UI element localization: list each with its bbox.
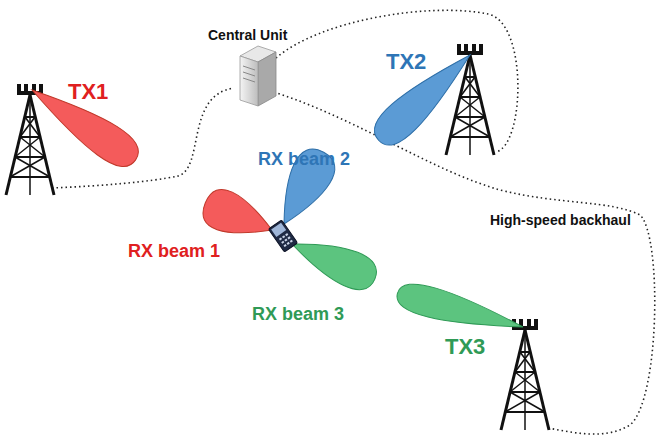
beam-label: RX beam 1: [128, 242, 220, 262]
server-symbol: [240, 46, 276, 106]
rx-beam: [285, 227, 382, 295]
phone-symbol: [268, 220, 297, 252]
beam-label: RX beam 3: [252, 305, 344, 325]
transmitter-label: TX2: [386, 50, 426, 74]
unit-label: Central Unit: [208, 28, 287, 43]
tx-beam: [394, 279, 527, 342]
tx-beam: [367, 42, 482, 153]
transmitter-label: TX3: [445, 335, 485, 359]
backhaul-label: High-speed backhaul: [488, 212, 633, 229]
beam-label: RX beam 2: [258, 150, 350, 170]
rx-beam: [198, 184, 280, 249]
tx-beam: [22, 76, 145, 175]
backhaul-line: [52, 10, 655, 434]
transmitter-label: TX1: [68, 80, 108, 104]
